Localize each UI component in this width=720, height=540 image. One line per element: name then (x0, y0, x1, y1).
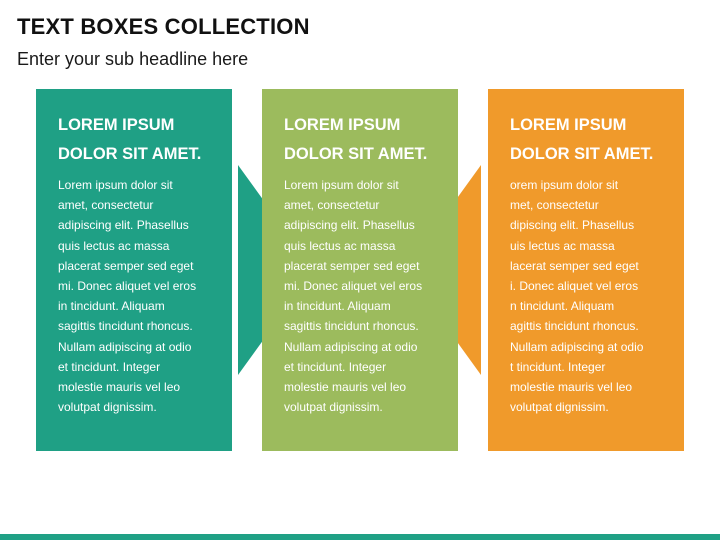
left-arrow-shape (455, 165, 481, 375)
text-box-teal: LOREM IPSUM DOLOR SIT AMET. Lorem ipsum … (36, 89, 232, 451)
right-arrow-shape (238, 165, 264, 375)
text-box-orange: LOREM IPSUM DOLOR SIT AMET. orem ipsum d… (488, 89, 684, 451)
box-body: Lorem ipsum dolor sit amet, consectetur … (284, 178, 423, 415)
right-arrow-connector (238, 165, 264, 375)
box-body: orem ipsum dolor sit met, consectetur di… (510, 178, 644, 415)
text-box-green: LOREM IPSUM DOLOR SIT AMET. Lorem ipsum … (262, 89, 458, 451)
box-heading: LOREM IPSUM DOLOR SIT AMET. (510, 116, 654, 163)
bottom-accent-rule (0, 534, 720, 540)
slide-title: TEXT BOXES COLLECTION (17, 14, 310, 39)
left-arrow-connector (455, 165, 481, 375)
box-heading: LOREM IPSUM DOLOR SIT AMET. (58, 116, 202, 163)
box-body: Lorem ipsum dolor sit amet, consectetur … (58, 178, 197, 415)
slide-subtitle: Enter your sub headline here (17, 49, 249, 69)
box-heading: LOREM IPSUM DOLOR SIT AMET. (284, 116, 428, 163)
